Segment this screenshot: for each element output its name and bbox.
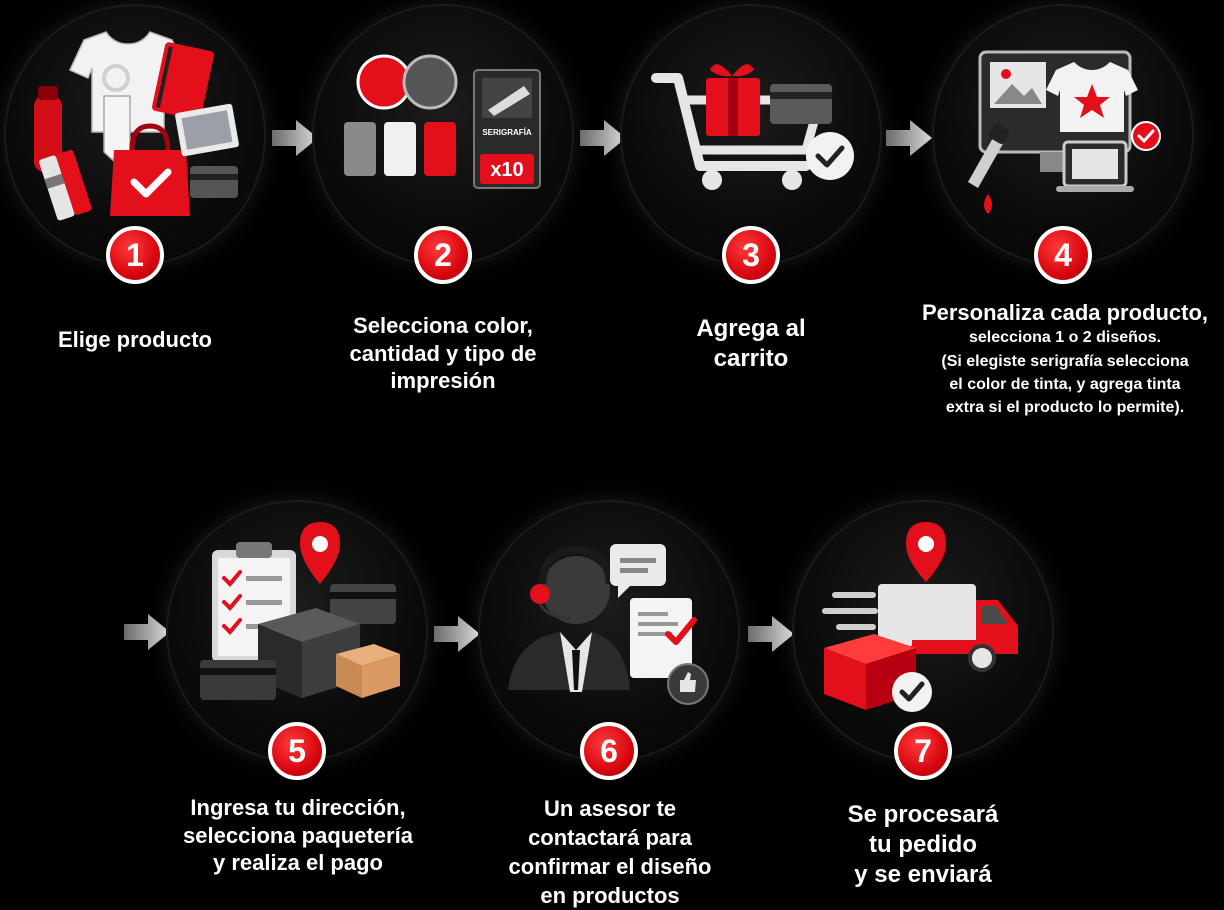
step-5-circle: 5 [166,500,428,780]
step-1-label: Elige producto [58,327,212,352]
arrow-right-icon [748,616,794,652]
serigrafia-badge-text: SERIGRAFÍA [482,128,532,137]
delivery-truck-icon [822,522,1018,712]
step-3-label: Agrega al carrito [696,315,806,372]
step-7-number-badge: 7 [894,722,952,780]
shopping-cart-icon [651,64,854,190]
address-payment-icon [200,522,400,700]
arrow-right-icon [124,614,170,650]
color-quantity-print-icon [344,54,541,189]
products-collection-icon [34,31,239,221]
step-5-number-badge: 5 [268,722,326,780]
step-3-number-badge: 3 [722,226,780,284]
step-4-number-badge: 4 [1034,226,1092,284]
step-6-circle: 6 [478,500,740,780]
advisor-contact-icon [508,544,709,705]
step-4-label: Personaliza cada producto, selecciona 1 … [921,300,1209,416]
arrow-right-icon [434,616,480,652]
step-2-number-badge: 2 [414,226,472,284]
arrow-right-icon [272,120,318,156]
step-2-label: Selecciona color, cantidad y tipo de imp… [349,313,537,393]
step-5-label: Ingresa tu dirección, selecciona paquete… [183,795,413,875]
design-customization-icon [968,50,1161,214]
step-7-circle: 7 [792,500,1054,780]
step-7-label: Se procesará tu pedido y se enviará [847,801,999,888]
quantity-x10-text: x10 [490,159,524,181]
step-2-circle: SERIGRAFÍA x10 2 [312,4,574,284]
arrow-right-icon [580,120,626,156]
arrow-right-icon [886,120,932,156]
step-1-circle: 1 [4,4,266,284]
step-6-number-badge: 6 [580,722,638,780]
step-3-circle: 3 [620,4,882,284]
step-6-label: Un asesor te contactará para confirmar e… [508,796,712,909]
step-1-number-badge: 1 [106,226,164,284]
step-4-circle: 4 [932,4,1194,284]
